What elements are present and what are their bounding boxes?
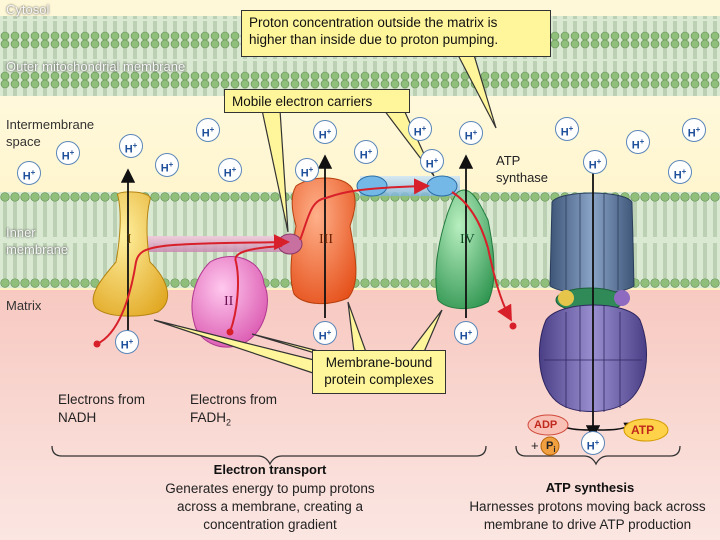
adp-label: ADP (534, 419, 558, 431)
proton-badge: H+ (626, 130, 650, 154)
proton-badge: H+ (295, 158, 319, 182)
complex-II-shape (191, 256, 268, 348)
atp-synthesis-line1: Harnesses protons moving back across (469, 499, 706, 514)
complex-III-label: III (319, 232, 333, 247)
complexes-callout-line1: Membrane-bound (325, 355, 433, 370)
atp-synthesis-line2: membrane to drive ATP production (483, 517, 692, 532)
complex-IV-label: IV (460, 232, 475, 247)
atp-synthesis-title: ATP synthesis (545, 480, 635, 495)
carrier-cyt-c1-shape (356, 175, 388, 197)
electron-transport-line1: Generates energy to pump protons (165, 481, 375, 496)
proton-callout-line1: Proton concentration outside the matrix … (249, 15, 498, 30)
proton-gradient-callout: Proton concentration outside the matrix … (241, 10, 551, 57)
nadh-source-line2: NADH (58, 410, 97, 425)
proton-badge: H+ (115, 330, 139, 354)
proton-badge: H+ (56, 141, 80, 165)
atp-synthase-label-2: synthase (496, 170, 549, 185)
complex-I-label: I (127, 232, 132, 247)
complex-I-shape (92, 191, 168, 317)
proton-badge: H+ (581, 431, 605, 455)
fadh-source-line2: FADH2 (190, 410, 232, 428)
proton-badge: H+ (454, 321, 478, 345)
proton-badge: H+ (583, 150, 607, 174)
proton-badge: H+ (420, 149, 444, 173)
proton-badge: H+ (196, 118, 220, 142)
proton-badge: H+ (354, 140, 378, 164)
proton-badge: H+ (119, 134, 143, 158)
nadh-source-line1: Electrons from (58, 392, 146, 407)
inner-membrane-label-2: membrane (6, 242, 69, 257)
carrier-q-shape (277, 233, 303, 255)
proton-badge: H+ (682, 118, 706, 142)
proton-callout-line2: higher than inside due to proton pumping… (249, 32, 499, 47)
intermembrane-label-1: Intermembrane (6, 117, 95, 132)
atp-label: ATP (631, 423, 655, 437)
pi-prefix: + (531, 438, 539, 453)
atp-synthase-f0-shape (549, 192, 635, 294)
proton-badge: H+ (218, 158, 242, 182)
fadh-source-line1: Electrons from (190, 392, 278, 407)
complex-II-label: II (224, 294, 234, 309)
proton-badge: H+ (555, 117, 579, 141)
proton-badge: H+ (408, 117, 432, 141)
proton-badge: H+ (313, 321, 337, 345)
proton-badge: H+ (668, 160, 692, 184)
electron-transport-line2: across a membrane, creating a (176, 499, 364, 514)
outer-membrane-label: Outer mitochondrial membrane (6, 59, 186, 74)
complex-IV-shape (435, 189, 495, 309)
complexes-callout-line2: protein complexes (324, 372, 434, 387)
matrix-label: Matrix (6, 298, 42, 313)
atp-synthase-label-1: ATP (496, 153, 521, 168)
protein-complexes-callout: Membrane-bound protein complexes (312, 350, 446, 394)
proton-badge: H+ (313, 120, 337, 144)
mobile-carriers-callout: Mobile electron carriers (224, 89, 410, 113)
pi-label: Pi (546, 440, 556, 455)
proton-badge: H+ (155, 153, 179, 177)
inner-membrane-label-1: Inner (6, 225, 36, 240)
cytosol-label: Cytosol (6, 2, 50, 17)
proton-badge: H+ (459, 121, 483, 145)
electron-transport-line3: concentration gradient (203, 517, 337, 532)
electron-transport-title: Electron transport (213, 462, 327, 477)
intermembrane-label-2: space (6, 134, 41, 149)
proton-badge: H+ (17, 161, 41, 185)
complex-III-shape (290, 177, 357, 304)
